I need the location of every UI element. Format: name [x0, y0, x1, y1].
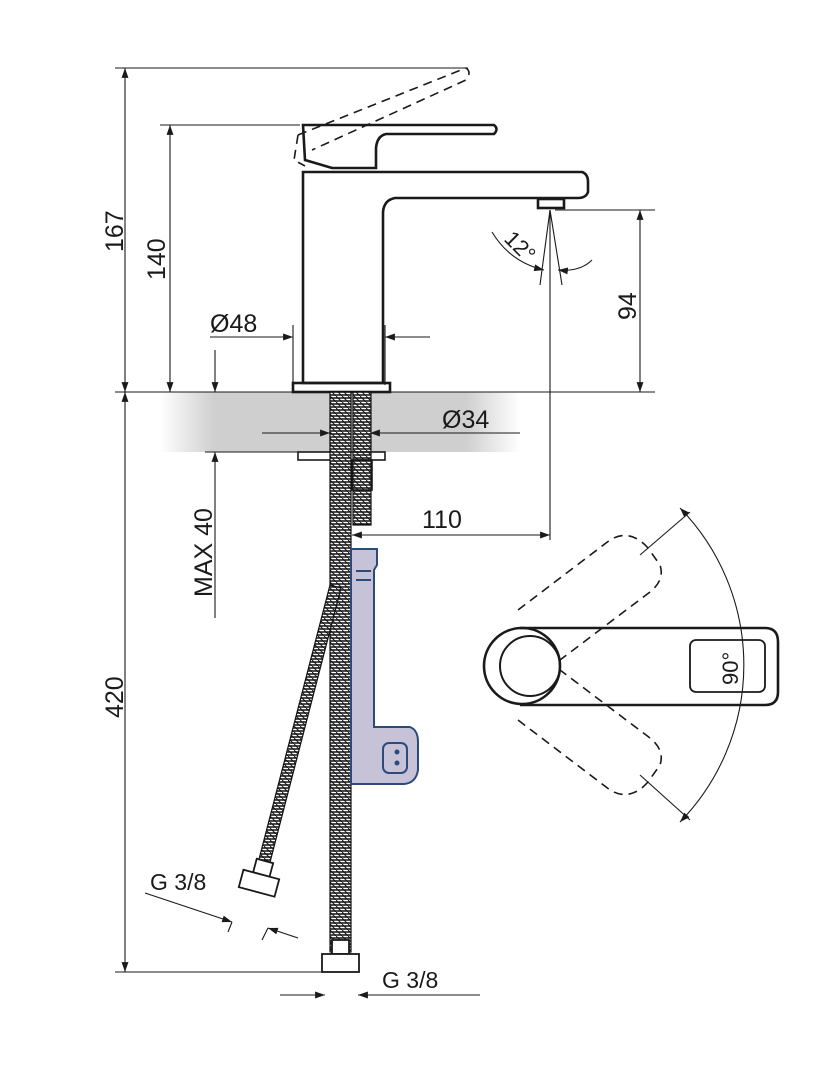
label-g38-bottom: G 3/8 — [382, 967, 438, 993]
label-110: 110 — [422, 506, 462, 534]
hose-fitting-left — [237, 857, 281, 898]
hose-diagonal — [256, 584, 342, 871]
lever-rotated-left — [517, 534, 663, 661]
hoses — [237, 391, 360, 973]
label-max-40: MAX 40 — [190, 508, 218, 597]
base-plate — [291, 381, 392, 394]
label-420: 420 — [101, 676, 129, 718]
dimension-labels: 167 140 Ø48 Ø34 94 12° 110 MAX 40 420 90… — [101, 210, 743, 993]
faucet-body — [301, 170, 590, 385]
label-g38-left: G 3/8 — [150, 869, 206, 895]
body-top — [482, 626, 562, 706]
label-140: 140 — [143, 238, 171, 280]
label-167: 167 — [101, 210, 129, 252]
hose-vertical — [329, 391, 352, 953]
lever-open-position — [293, 67, 470, 167]
hose-fitting-bottom — [321, 939, 360, 973]
lever-rotated-right — [517, 669, 663, 796]
aerator — [536, 197, 566, 210]
faucet-top-view — [482, 507, 780, 823]
mounting-clip — [350, 548, 419, 785]
label-diameter-34: Ø34 — [442, 406, 489, 434]
lever-top — [520, 626, 780, 707]
fixing-nut — [351, 459, 373, 491]
label-94: 94 — [614, 292, 642, 320]
dimension-lines — [121, 68, 644, 999]
label-90-degrees: 90° — [718, 652, 743, 685]
label-12-degrees: 12° — [499, 226, 540, 267]
lever — [301, 123, 498, 170]
label-diameter-48: Ø48 — [210, 310, 257, 338]
threaded-rod — [352, 391, 372, 526]
